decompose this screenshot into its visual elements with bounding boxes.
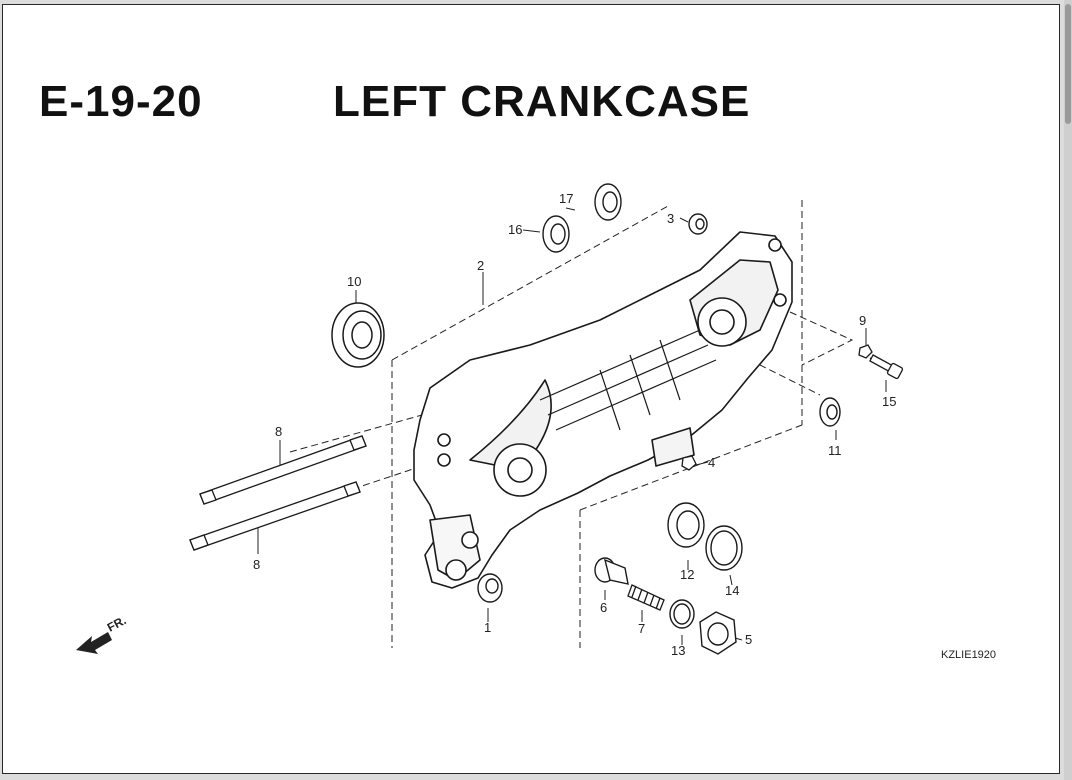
callout-14: 14 [725, 583, 739, 598]
callout-17: 17 [559, 191, 573, 206]
front-direction-arrow [76, 632, 112, 654]
part-13-o-ring [669, 599, 695, 629]
dashed-guides [289, 200, 854, 648]
part-9-nut [858, 344, 873, 359]
callout-labels: 1 2 3 4 5 6 7 8 8 9 10 11 12 13 14 15 16… [105, 191, 897, 658]
vertical-scrollbar[interactable] [1064, 0, 1072, 780]
callout-15: 15 [882, 394, 896, 409]
part-10-bearing [331, 302, 385, 368]
part-7-spring [627, 584, 665, 611]
part-4-nut [681, 455, 697, 471]
callout-9: 9 [859, 313, 866, 328]
diagram-sheet: E-19-20 LEFT CRANKCASE KZLIE1920 [2, 4, 1060, 774]
part-11-seal [819, 397, 841, 427]
callout-6: 6 [600, 600, 607, 615]
callout-7: 7 [638, 621, 645, 636]
callout-8b: 8 [253, 557, 260, 572]
part-12-strainer [667, 502, 705, 548]
part-6-drain-plug [594, 557, 629, 585]
part-1-dowel [477, 573, 503, 603]
callout-8a: 8 [275, 424, 282, 439]
callout-2: 2 [477, 258, 484, 273]
callout-12: 12 [680, 567, 694, 582]
part-3-seal [688, 213, 708, 235]
part-16-bearing [542, 215, 570, 253]
part-5-drain-cap [699, 611, 737, 655]
leader-lines [257, 207, 887, 645]
callout-13: 13 [671, 643, 685, 658]
part-17-bearing [594, 183, 622, 221]
part-14-circlip [705, 525, 743, 571]
callout-16: 16 [508, 222, 522, 237]
left-crankcase-body [413, 231, 793, 589]
front-direction-label: FR. [105, 613, 129, 634]
callout-11: 11 [828, 443, 842, 458]
diagram-reference: KZLIE1920 [941, 649, 997, 661]
diagram-title: LEFT CRANKCASE [333, 77, 751, 126]
part-15-bolt [869, 354, 904, 380]
callout-3: 3 [667, 211, 674, 226]
part-8-stud-bolts [189, 435, 367, 551]
callout-5: 5 [745, 632, 752, 647]
diagram-code: E-19-20 [39, 77, 203, 126]
callout-1: 1 [484, 620, 491, 635]
scrollbar-thumb[interactable] [1065, 4, 1071, 124]
callout-4: 4 [708, 455, 715, 470]
callout-10: 10 [347, 274, 361, 289]
